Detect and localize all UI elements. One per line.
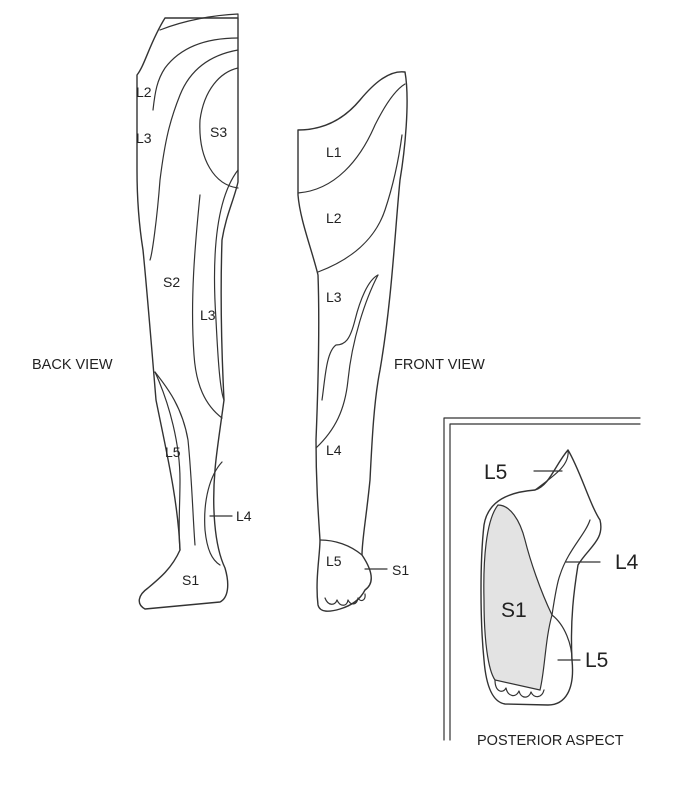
front-label-l5: L5 <box>326 553 342 569</box>
front-l4-l5-divide <box>319 539 363 556</box>
back-l4-region <box>204 461 223 566</box>
back-view-caption: BACK VIEW <box>32 357 113 373</box>
front-view-caption: FRONT VIEW <box>394 357 485 373</box>
front-l4-lateral <box>315 274 379 449</box>
posterior-label-s1: S1 <box>501 599 527 622</box>
posterior-aspect-caption: POSTERIOR ASPECT <box>477 733 624 749</box>
front-leg-outline <box>297 71 408 612</box>
foot-heel-toes <box>494 679 545 698</box>
front-label-l3: L3 <box>326 289 342 305</box>
back-band-l2-l3 <box>152 37 239 111</box>
front-label-l2: L2 <box>326 210 342 226</box>
back-l5-left <box>154 371 181 551</box>
back-label-l2: L2 <box>136 84 152 100</box>
front-label-l1: L1 <box>326 144 342 160</box>
posterior-label-l5-top: L5 <box>484 461 507 484</box>
front-l3-medial <box>321 274 379 401</box>
back-label-l5: L5 <box>165 444 181 460</box>
posterior-foot <box>480 449 602 706</box>
posterior-label-l5-bottom: L5 <box>585 649 608 672</box>
s1-dermatome-region <box>483 504 553 691</box>
front-band-l1-l2 <box>297 83 406 194</box>
back-s3-region <box>199 67 239 189</box>
posterior-label-l4: L4 <box>615 551 639 574</box>
front-toes <box>324 593 366 606</box>
back-label-s2: S2 <box>163 274 180 290</box>
front-view-leg <box>297 71 408 612</box>
foot-ankle-line <box>534 449 569 491</box>
back-label-l3-upper: L3 <box>136 130 152 146</box>
back-label-s3: S3 <box>210 124 227 140</box>
foot-l4-l5-divide <box>551 519 591 616</box>
posterior-aspect-frame <box>443 417 641 741</box>
back-l3-strip-left <box>191 194 223 419</box>
foot-l5-region <box>551 614 573 661</box>
back-band-l2-top <box>159 13 239 31</box>
back-label-l4: L4 <box>236 508 252 524</box>
front-label-l4: L4 <box>326 442 342 458</box>
back-l3-strip-right <box>213 169 239 401</box>
back-leg-outline <box>136 17 239 610</box>
frame-inner <box>449 423 641 741</box>
back-band-l3-s2 <box>149 49 239 261</box>
back-l5-right <box>154 371 196 546</box>
back-label-l3-lower: L3 <box>200 307 216 323</box>
front-label-s1: S1 <box>392 562 409 578</box>
front-band-l2-l3 <box>317 134 403 273</box>
back-view-leg <box>136 13 239 610</box>
back-label-s1: S1 <box>182 572 199 588</box>
frame-outer <box>443 417 641 741</box>
